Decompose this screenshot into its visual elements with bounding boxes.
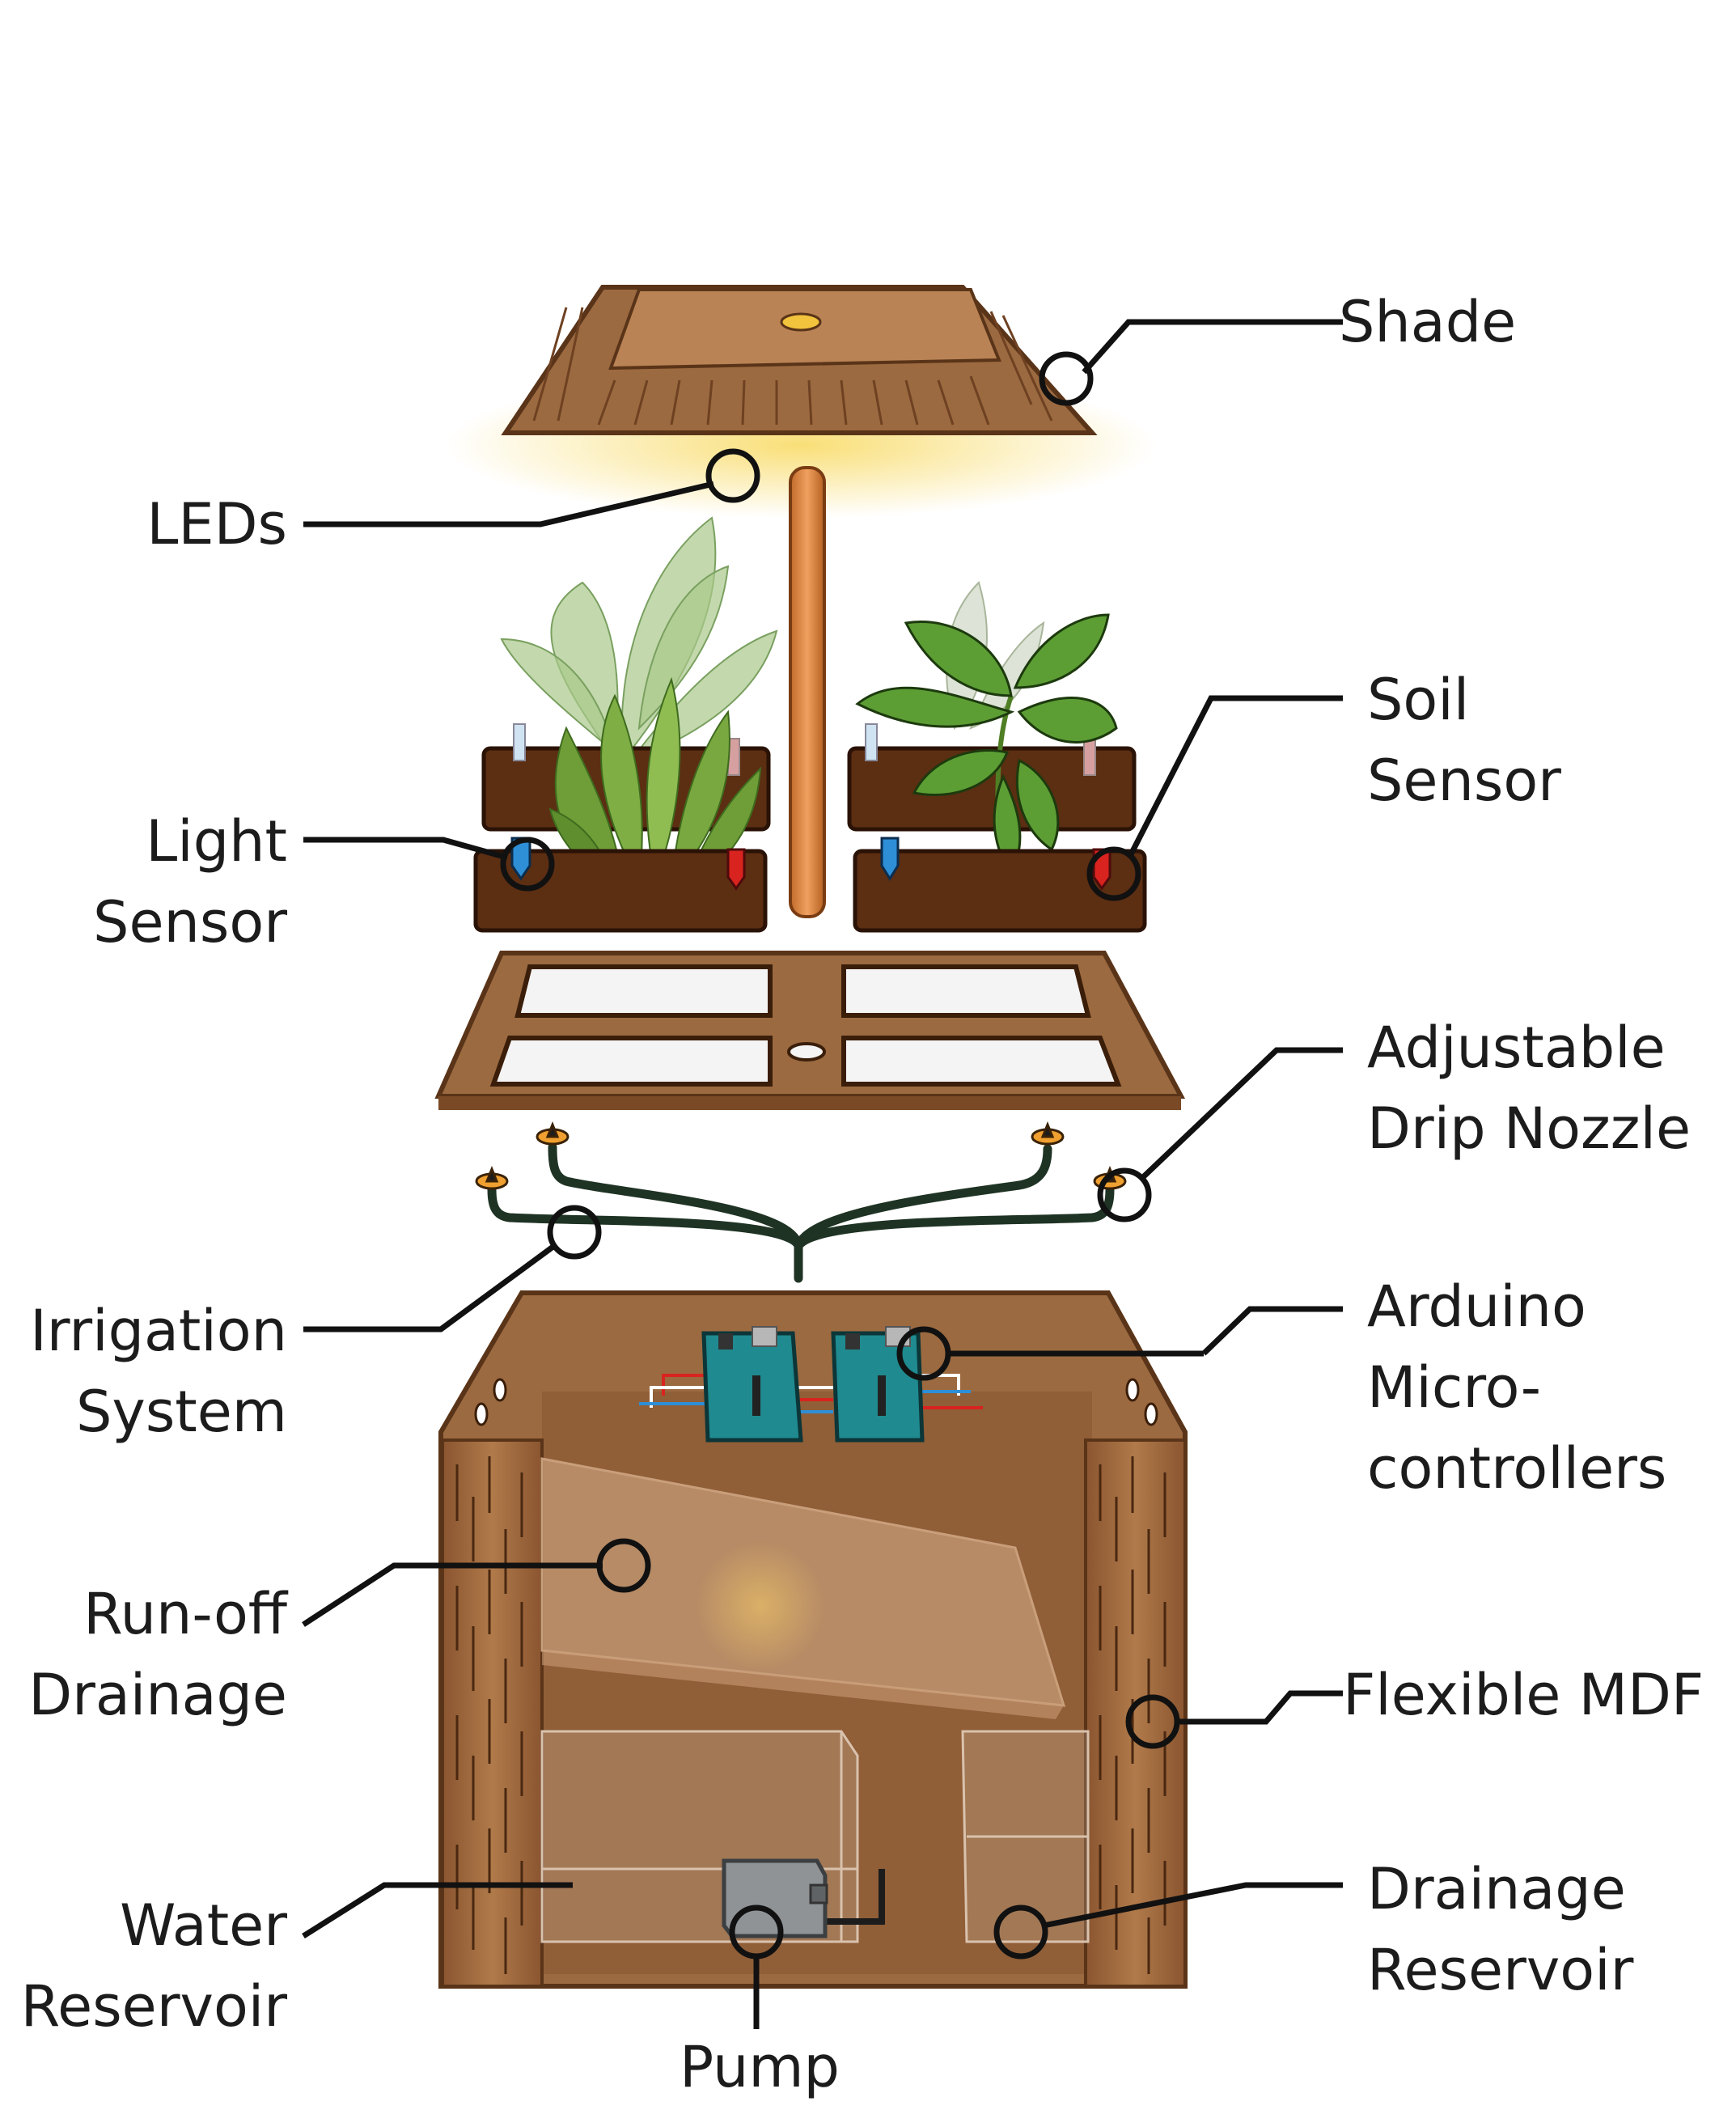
runoff-drainage-edge xyxy=(542,1650,1064,1719)
tray-frame-plate xyxy=(434,951,1186,1110)
label-arduino: Arduino Micro- controllers xyxy=(1367,1273,1667,1502)
shade xyxy=(501,285,1098,435)
label-soil-sensor: Soil Sensor xyxy=(1367,667,1561,814)
drainage-reservoir-tank xyxy=(961,1730,1090,1943)
callouts xyxy=(302,319,1343,2029)
label-water-reservoir: Water Reservoir xyxy=(20,1892,287,2040)
label-leds: LEDs xyxy=(146,491,287,557)
label-flexible-mdf: Flexible MDF xyxy=(1343,1662,1704,1728)
label-drip-nozzle: Adjustable Drip Nozzle xyxy=(1367,1015,1692,1162)
left-back-plant xyxy=(500,516,778,763)
leafy-plant xyxy=(855,613,1118,876)
support-pole xyxy=(789,466,826,918)
label-drainage-reservoir: Drainage Reservoir xyxy=(1367,1856,1634,2003)
label-light-sensor: Light Sensor xyxy=(93,808,287,955)
pump xyxy=(722,1858,885,1938)
label-shade: Shade xyxy=(1339,289,1517,355)
right-back-soil-tray xyxy=(847,723,1137,832)
right-front-soil-tray xyxy=(853,837,1147,933)
label-irrigation-system: Irrigation System xyxy=(30,1298,287,1445)
label-pump: Pump xyxy=(680,2034,840,2100)
label-runoff-drainage: Run-off Drainage xyxy=(28,1581,287,1728)
